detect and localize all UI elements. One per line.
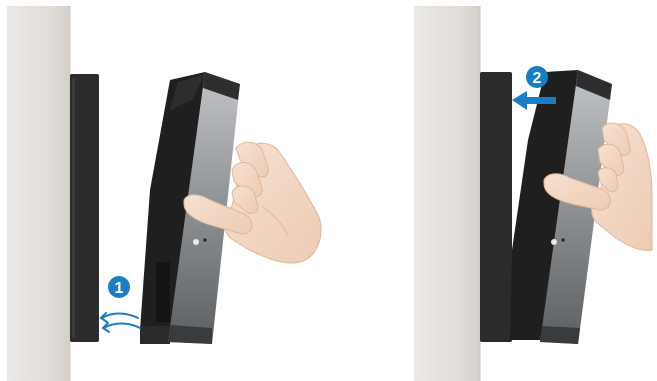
device-bottom-lip <box>140 326 170 344</box>
wall-right <box>414 6 480 381</box>
wall-left <box>7 6 70 381</box>
sensor-dot <box>193 239 199 245</box>
step-2-number: 2 <box>533 70 542 87</box>
mounting-bracket-right <box>480 72 512 342</box>
step-2-badge: 2 <box>526 66 548 88</box>
panel-step-1: 1 <box>7 6 321 381</box>
indicator-dot <box>561 238 564 241</box>
sensor-dot <box>551 239 557 245</box>
device-front-bottom <box>540 326 580 344</box>
panel-step-2: 2 <box>414 6 652 381</box>
device-front-bottom <box>168 325 212 344</box>
bracket-highlight <box>72 78 75 338</box>
device-slot <box>156 262 170 322</box>
curved-double-arrow-icon <box>101 313 140 332</box>
step-1-number: 1 <box>115 280 124 297</box>
step-1-badge: 1 <box>108 276 130 298</box>
indicator-dot <box>203 238 206 241</box>
